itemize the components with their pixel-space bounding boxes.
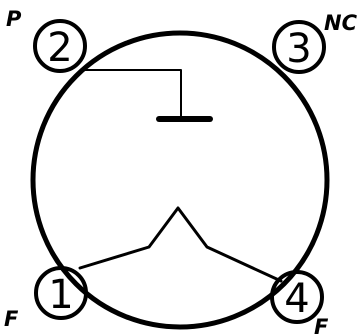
pin-2-circle <box>33 19 87 73</box>
pin-4: 4 <box>270 270 324 324</box>
pin-4-circle <box>270 270 324 324</box>
plate-lead <box>83 69 182 118</box>
pin-3-circle <box>272 20 326 74</box>
filament <box>78 206 283 283</box>
pin-4-number: 4 <box>284 276 309 322</box>
pin-2: 2 <box>33 19 87 73</box>
pin-3-number: 3 <box>286 26 311 72</box>
pin-1-circle <box>34 266 88 320</box>
pin-2-label: P <box>6 7 22 31</box>
tube-envelope <box>30 30 330 330</box>
pin-3-label: NC <box>324 11 358 35</box>
pin-4-label: F <box>314 315 329 336</box>
pin-1-number: 1 <box>48 272 73 318</box>
pin-2-number: 2 <box>47 25 72 71</box>
pin-1: 1 <box>34 266 88 320</box>
pin-1-label: F <box>4 307 19 331</box>
pin-3: 3 <box>272 20 326 74</box>
